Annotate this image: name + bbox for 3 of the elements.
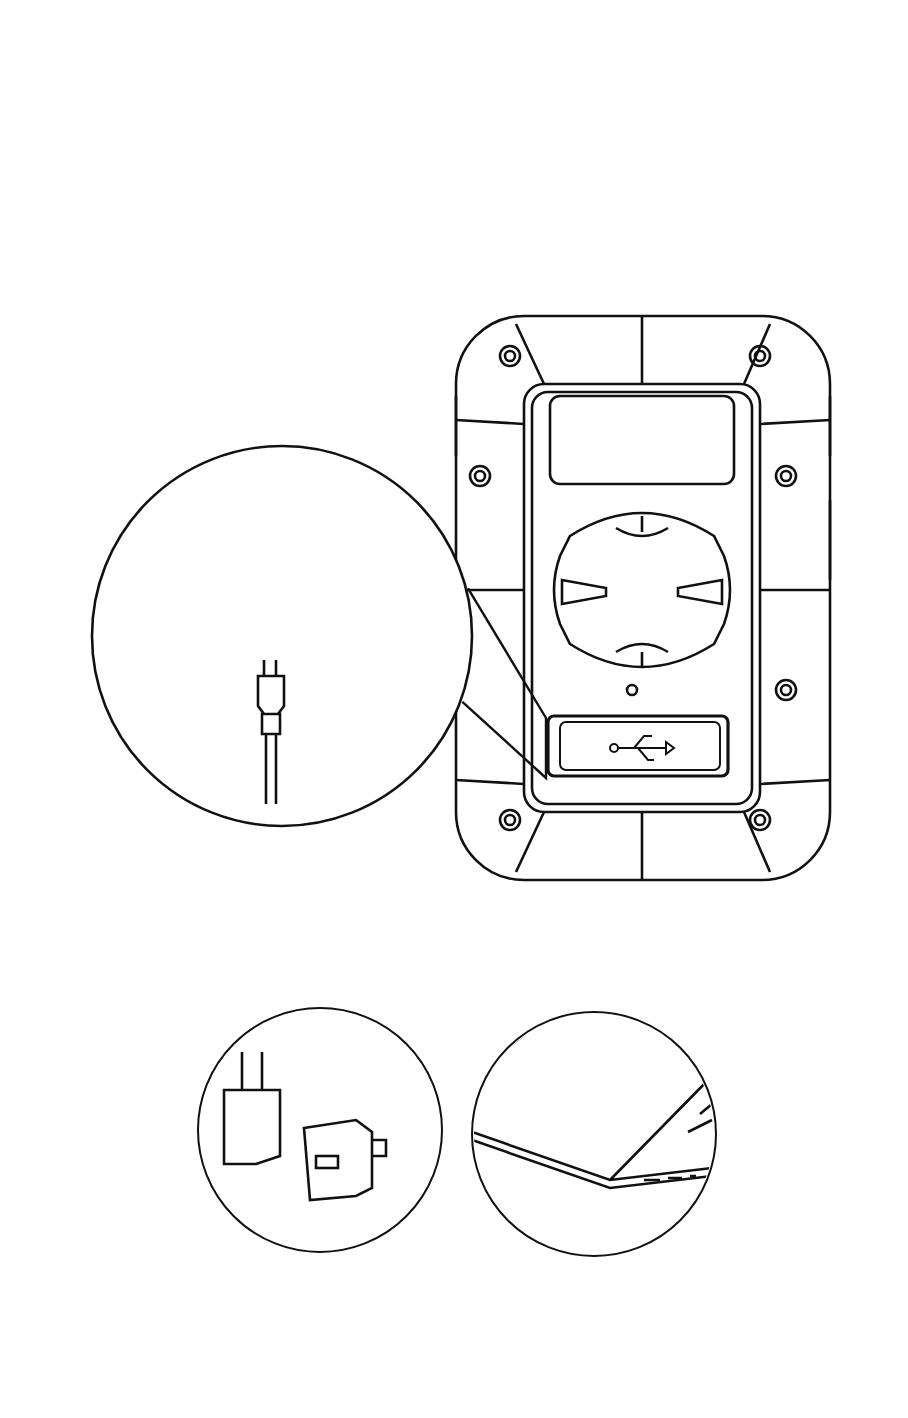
usb-port-cover [546,714,730,778]
leader-line [461,587,548,781]
magnified-view-circle [90,444,474,828]
